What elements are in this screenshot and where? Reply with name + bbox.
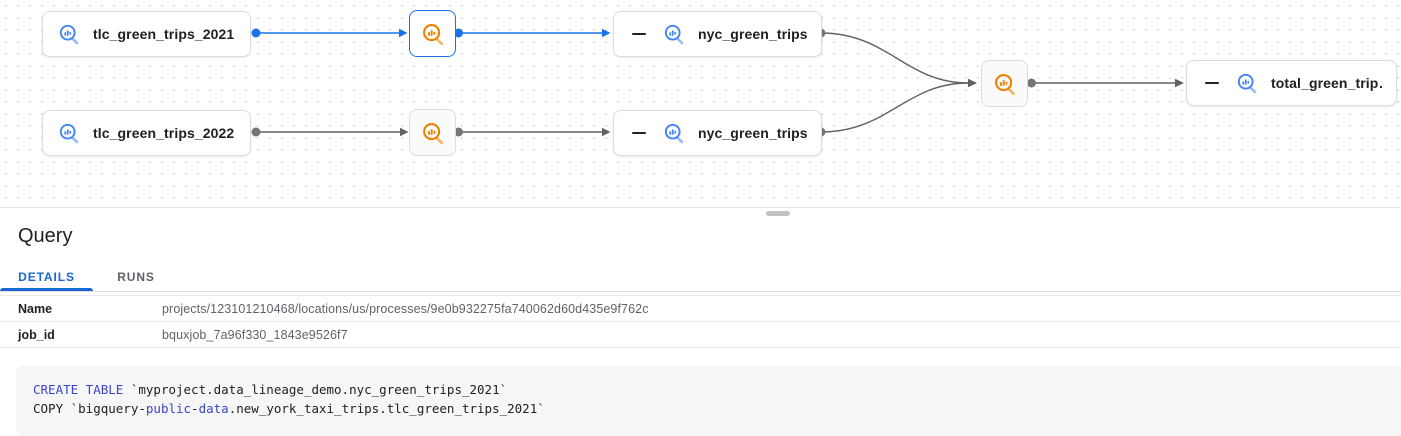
detail-value: projects/123101210468/locations/us/proce… — [162, 301, 649, 316]
bigquery-table-icon — [663, 23, 685, 45]
node-nyc-green-trips-2021[interactable]: nyc_green_trips… — [613, 11, 822, 57]
bigquery-job-icon — [993, 72, 1017, 96]
detail-label: Name — [18, 301, 53, 316]
node-tlc-green-trips-2021[interactable]: tlc_green_trips_2021 — [42, 11, 251, 57]
detail-value: bquxjob_7a96f330_1843e9526f7 — [162, 327, 348, 342]
bigquery-table-icon — [58, 23, 80, 45]
node-label: tlc_green_trips_2022 — [93, 125, 235, 141]
port-dot — [251, 28, 261, 38]
node-label: nyc_green_trips… — [698, 125, 809, 141]
collapse-icon[interactable] — [632, 132, 646, 134]
edge-arrowhead — [602, 28, 611, 38]
job-node-2021-selected[interactable] — [409, 10, 456, 57]
detail-label: job_id — [18, 327, 55, 342]
tab-label: DETAILS — [18, 270, 75, 284]
node-label: tlc_green_trips_2021 — [93, 26, 235, 42]
tab-runs[interactable]: RUNS — [93, 263, 179, 291]
edge-arrowhead — [1175, 78, 1184, 88]
tab-bar: DETAILS RUNS — [0, 263, 1401, 292]
panel-title: Query — [18, 225, 73, 247]
bigquery-job-icon — [421, 22, 445, 46]
sql-code-block: CREATE TABLE `myproject.data_lineage_dem… — [16, 366, 1401, 436]
edge-arrowhead — [602, 127, 611, 137]
node-nyc-green-trips-2022[interactable]: nyc_green_trips… — [613, 110, 822, 156]
collapse-icon[interactable] — [1205, 82, 1219, 84]
lineage-canvas[interactable]: tlc_green_trips_2021 nyc_green_trips… tl… — [0, 0, 1401, 208]
node-total-green-trips[interactable]: total_green_trip… — [1186, 60, 1397, 106]
edge-arrowhead — [399, 28, 408, 38]
panel-resize-handle[interactable] — [766, 211, 790, 216]
node-tlc-green-trips-2022[interactable]: tlc_green_trips_2022 — [42, 110, 251, 156]
tab-label: RUNS — [117, 270, 155, 284]
tab-details[interactable]: DETAILS — [0, 263, 93, 291]
bigquery-job-icon — [421, 121, 445, 145]
port-dot — [1027, 78, 1036, 88]
detail-row-name: Name projects/123101210468/locations/us/… — [0, 295, 1401, 321]
job-node-2022[interactable] — [409, 109, 456, 156]
bigquery-table-icon — [1236, 72, 1258, 94]
details-panel: Query DETAILS RUNS Name projects/1231012… — [0, 208, 1401, 436]
node-label: nyc_green_trips… — [698, 26, 809, 42]
details-table: Name projects/123101210468/locations/us/… — [0, 295, 1401, 348]
bigquery-table-icon — [663, 122, 685, 144]
edge-arrowhead — [968, 78, 977, 88]
edge — [820, 32, 969, 84]
node-label: total_green_trip… — [1271, 75, 1384, 91]
sql-line: COPY `bigquery-public-data.new_york_taxi… — [33, 401, 545, 416]
edge — [820, 82, 969, 133]
job-node-total[interactable] — [981, 60, 1028, 107]
edge-arrowhead — [400, 127, 409, 137]
collapse-icon[interactable] — [632, 33, 646, 35]
detail-row-job-id: job_id bquxjob_7a96f330_1843e9526f7 — [0, 321, 1401, 348]
port-dot — [251, 127, 261, 137]
sql-line: CREATE TABLE `myproject.data_lineage_dem… — [33, 382, 508, 397]
bigquery-table-icon — [58, 122, 80, 144]
